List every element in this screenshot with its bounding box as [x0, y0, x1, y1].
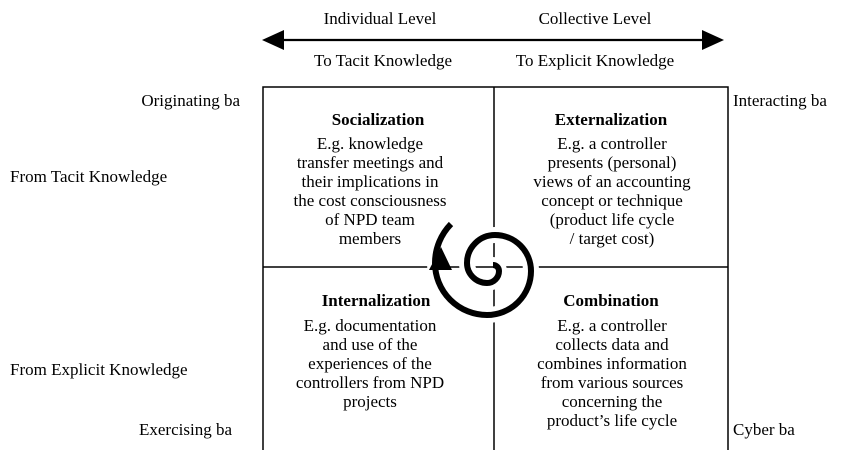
description-line: their implications in — [301, 172, 439, 191]
description-line: transfer meetings and — [296, 153, 444, 172]
combination-description: E.g. a controller collects data and comb… — [497, 316, 727, 430]
description-line: and use of the — [322, 335, 418, 354]
description-line: the cost consciousness — [293, 191, 447, 210]
description-line: controllers from NPD — [295, 373, 445, 392]
socialization-title: Socialization — [331, 110, 425, 129]
description-line: (product life cycle — [549, 210, 675, 229]
internalization-title: Internalization — [321, 291, 431, 310]
description-line: / target cost) — [569, 229, 655, 248]
description-line: collects data and — [555, 335, 669, 354]
description-line: members — [338, 229, 402, 248]
description-line: product’s life cycle — [546, 411, 678, 430]
description-line: E.g. documentation — [303, 316, 437, 335]
spiral-arrowhead — [429, 247, 452, 270]
description-line: concerning the — [561, 392, 663, 411]
to-tacit-knowledge-label: To Tacit Knowledge — [314, 51, 452, 70]
externalization-description: E.g. a controller presents (personal) vi… — [497, 134, 727, 248]
description-line: experiences of the — [308, 354, 432, 373]
combination-title: Combination — [563, 291, 659, 310]
description-line: views of an accounting — [533, 172, 691, 191]
from-tacit-knowledge-label: From Tacit Knowledge — [10, 167, 168, 186]
description-line: from various sources — [540, 373, 684, 392]
to-explicit-knowledge-label: To Explicit Knowledge — [515, 51, 675, 70]
description-line: E.g. a controller — [557, 134, 667, 153]
description-line: of NPD team — [325, 210, 415, 229]
socialization-description: E.g. knowledge transfer meetings and the… — [256, 134, 484, 248]
description-line: E.g. a controller — [557, 316, 667, 335]
description-line: projects — [343, 392, 397, 411]
collective-level-label: Collective Level — [538, 9, 652, 28]
originating-ba-label: Originating ba — [141, 91, 240, 110]
description-line: concept or technique — [541, 191, 683, 210]
spiral-arrow — [426, 218, 540, 324]
externalization-title: Externalization — [554, 110, 668, 129]
from-explicit-knowledge-label: From Explicit Knowledge — [10, 360, 188, 379]
exercising-ba-label: Exercising ba — [139, 420, 232, 439]
internalization-description: E.g. documentation and use of the experi… — [256, 316, 484, 411]
description-line: E.g. knowledge — [316, 134, 424, 153]
description-line: combines information — [537, 354, 687, 373]
interacting-ba-label: Interacting ba — [733, 91, 827, 110]
double-arrow — [262, 30, 724, 50]
cyber-ba-label: Cyber ba — [733, 420, 795, 439]
description-line: presents (personal) — [547, 153, 677, 172]
individual-level-label: Individual Level — [323, 9, 437, 28]
